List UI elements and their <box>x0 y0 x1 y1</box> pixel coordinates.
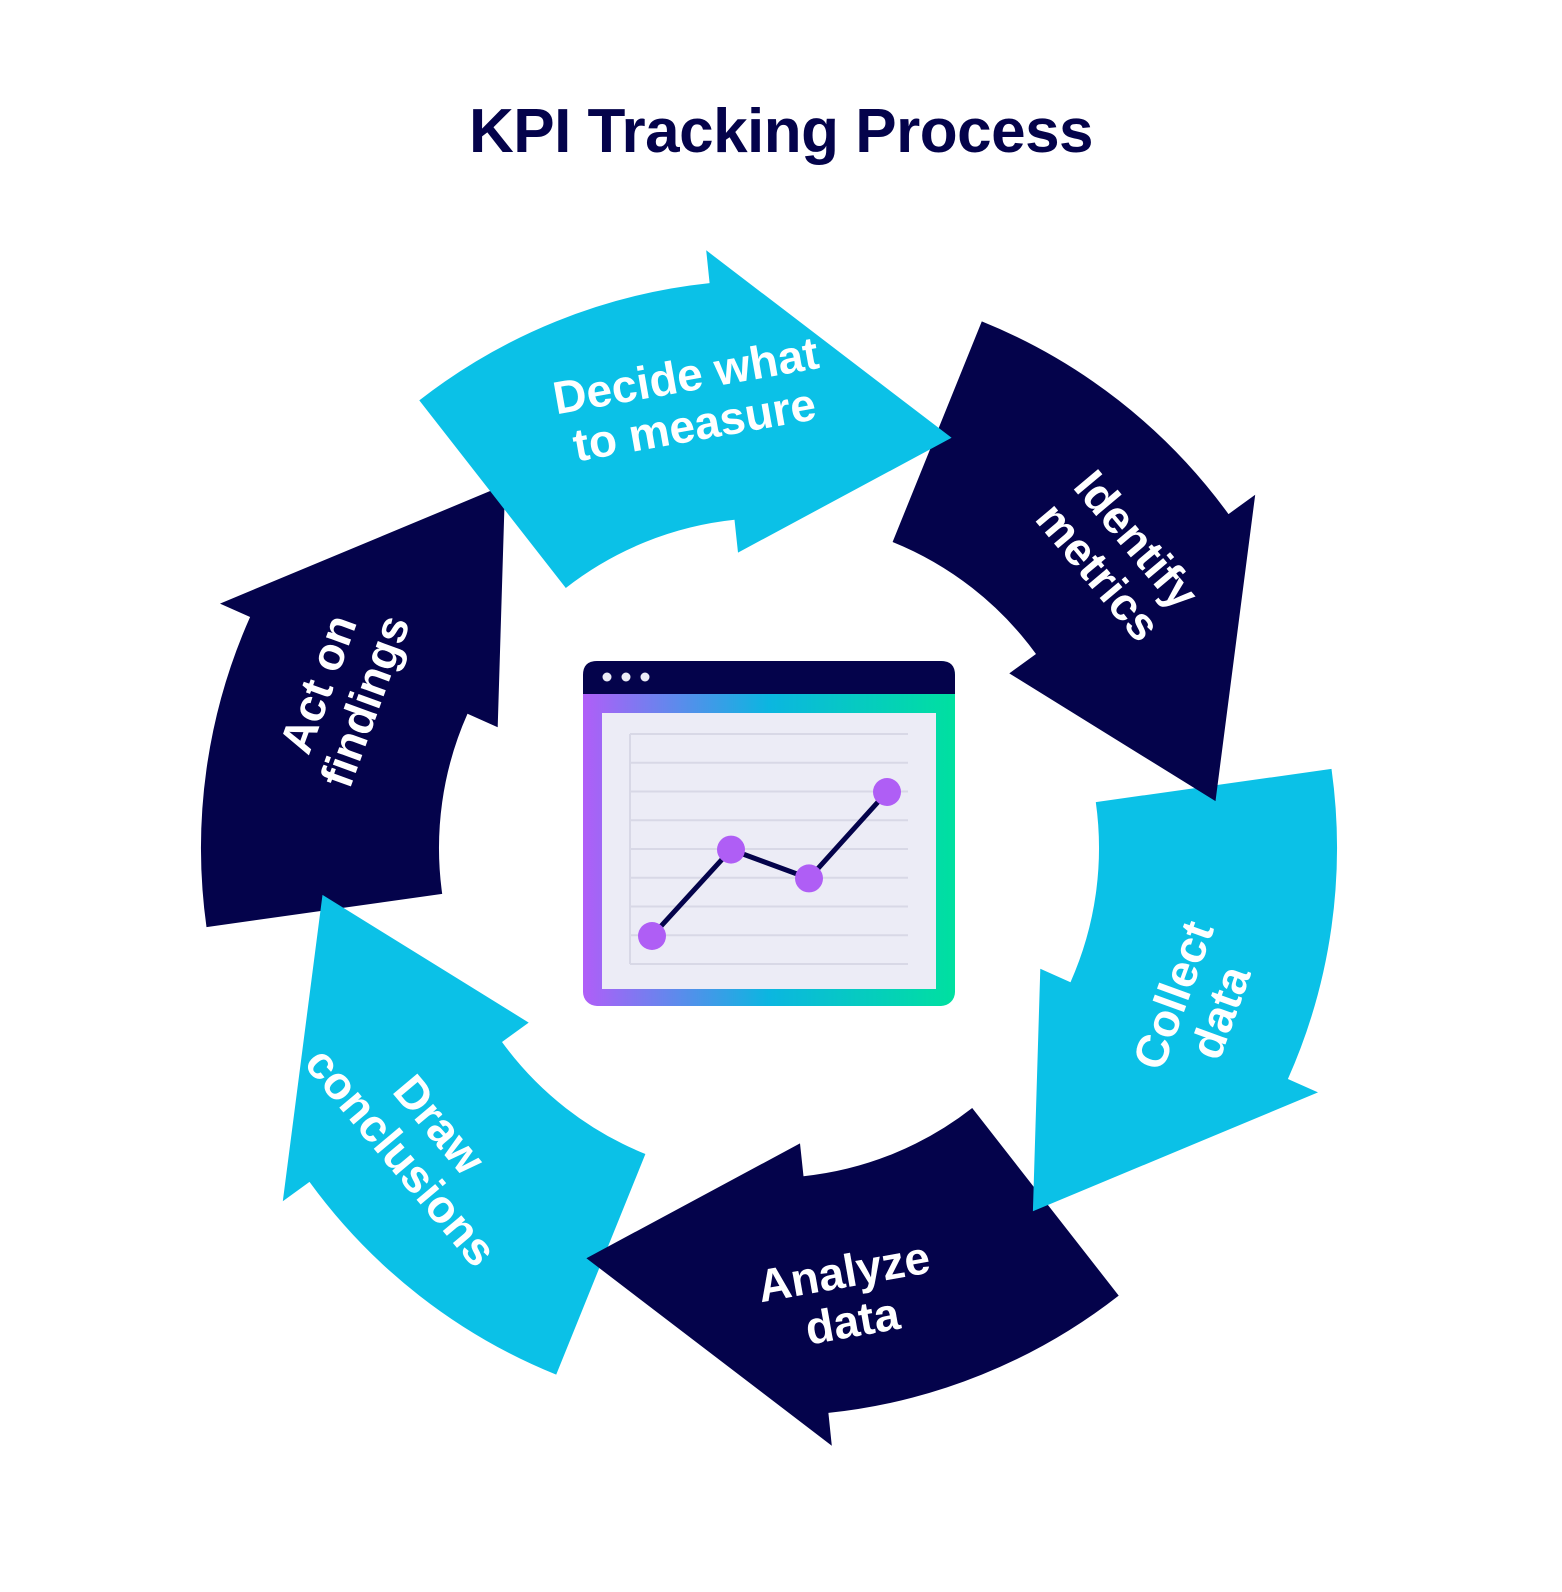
window-dot-icon <box>640 672 650 682</box>
cycle-arrow-analyze <box>586 1108 1119 1446</box>
chart-data-point <box>873 778 901 806</box>
chart-trend-line <box>650 790 889 938</box>
line-chart-window-icon <box>583 661 955 1006</box>
diagram-title: KPI Tracking Process <box>468 97 1094 166</box>
cycle-arrow-identify <box>892 321 1256 802</box>
cycle-arrow-act <box>200 484 506 928</box>
cycle-arrow-draw <box>282 894 646 1375</box>
window-dot-icon <box>602 672 612 682</box>
window-title-bar <box>583 661 955 694</box>
cycle-arrow-collect <box>1032 768 1338 1212</box>
chart-data-point <box>717 835 745 864</box>
cycle-arrow-decide <box>419 250 952 589</box>
cycle-segments <box>200 250 1338 1446</box>
window-dot-icon <box>621 672 631 682</box>
chart-data-point <box>638 922 666 950</box>
chart-data-point <box>795 864 823 893</box>
